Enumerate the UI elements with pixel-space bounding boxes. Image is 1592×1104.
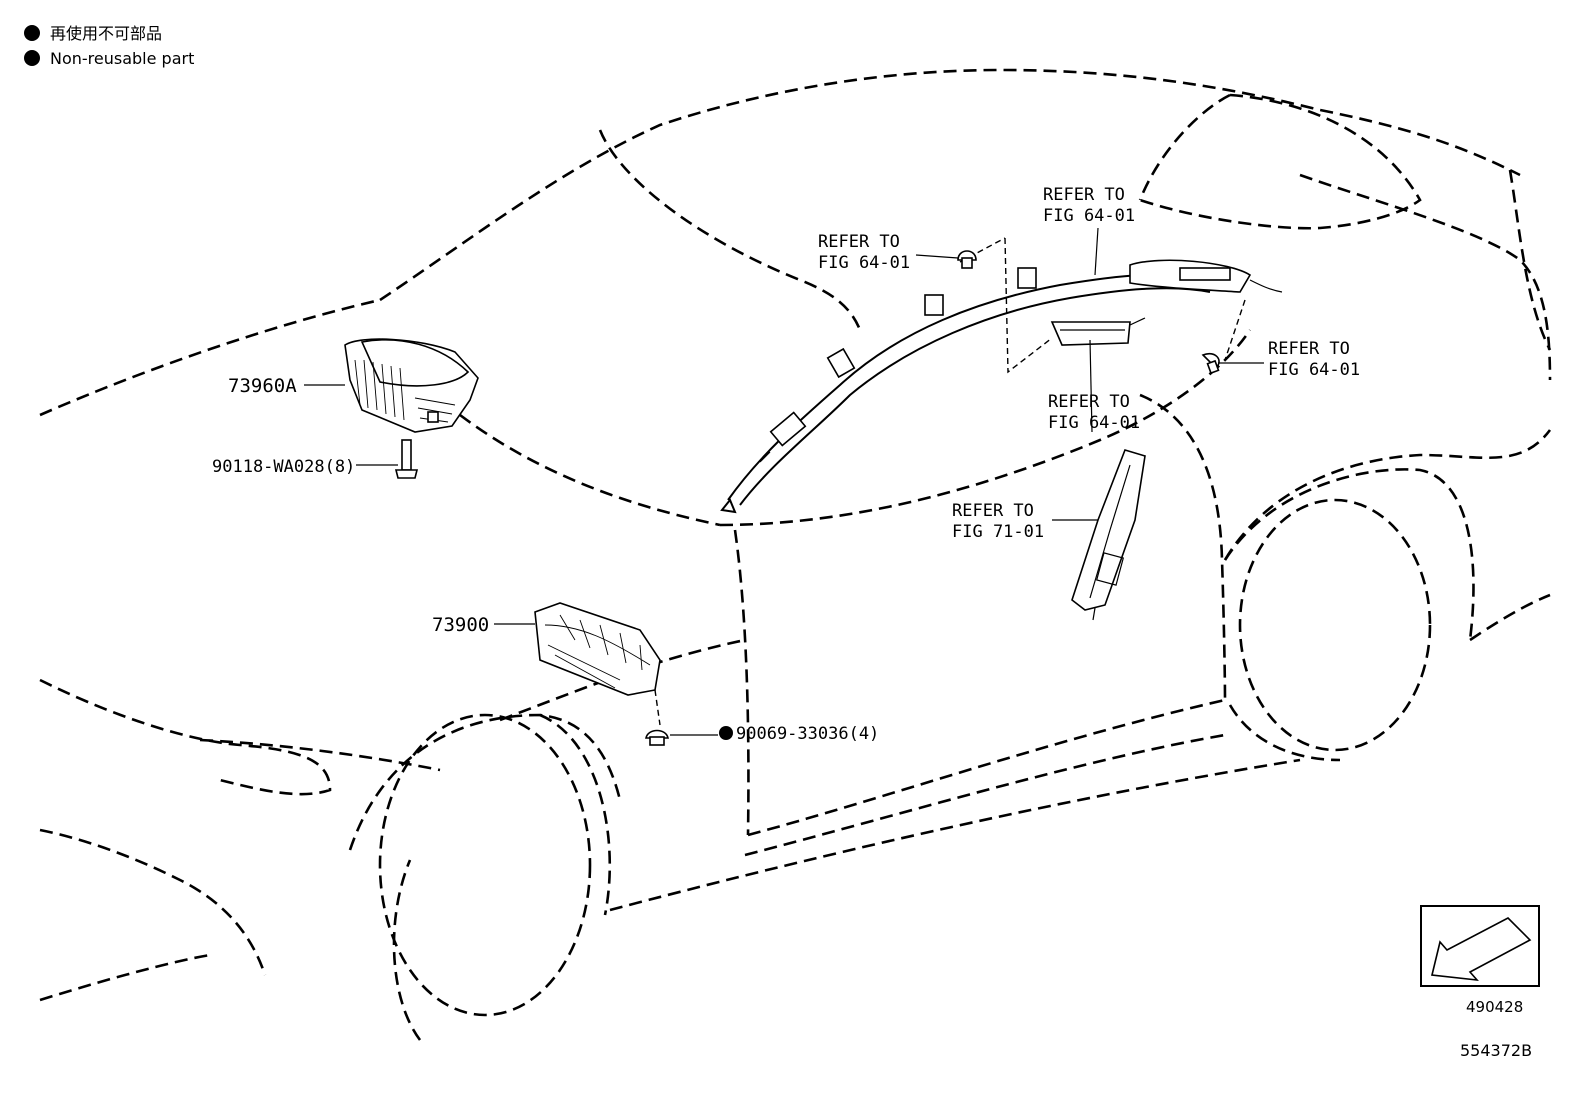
roof-bracket — [1050, 317, 1146, 346]
bolt-90118 — [394, 439, 419, 479]
clip-rear — [1201, 352, 1220, 375]
side-airbag — [1071, 449, 1146, 621]
part-number-label: 73900 — [432, 614, 489, 636]
non-reusable-marker-icon — [719, 726, 733, 740]
reference-labels: REFER TO FIG 64-01 REFER TO FIG 64-01 RE… — [818, 185, 1360, 542]
non-reusable-marker-icon — [24, 50, 40, 66]
vehicle-outline — [39, 68, 1552, 1041]
figure-reference: FIG 64-01 — [1048, 413, 1140, 433]
part-number-label: 90069-33036(4) — [736, 724, 879, 744]
knee-airbag-73900 — [534, 602, 661, 726]
illustration-number: 554372B — [1460, 1041, 1532, 1060]
refer-to-label: REFER TO — [1048, 392, 1130, 412]
legend: 再使用不可部品 Non-reusable part — [24, 24, 194, 68]
curtain-airbag-assembly — [720, 259, 1283, 514]
non-reusable-marker-icon — [24, 25, 40, 41]
legend-english-text: Non-reusable part — [50, 49, 194, 68]
refer-to-label: REFER TO — [952, 501, 1034, 521]
part-number-label: 90118-WA028(8) — [212, 457, 355, 477]
leader-lines — [304, 227, 1264, 736]
part-number-label: 73960A — [228, 375, 297, 397]
passenger-airbag-73960A — [344, 338, 479, 433]
legend-japanese-text: 再使用不可部品 — [50, 24, 162, 43]
refer-to-label: REFER TO — [818, 232, 900, 252]
view-code-label: 490428 — [1466, 998, 1523, 1016]
refer-to-label: REFER TO — [1268, 339, 1350, 359]
view-direction-box: 490428 — [1420, 905, 1540, 1016]
part-labels: 73960A 90118-WA028(8) 73900 90069-33036(… — [212, 375, 879, 744]
figure-reference: FIG 64-01 — [1043, 206, 1135, 226]
figure-reference: FIG 71-01 — [952, 522, 1044, 542]
clip-upper — [957, 250, 977, 269]
view-arrow-icon — [1431, 917, 1532, 982]
clip-90069 — [645, 729, 669, 746]
figure-reference: FIG 64-01 — [1268, 360, 1360, 380]
figure-reference: FIG 64-01 — [818, 253, 910, 273]
refer-to-label: REFER TO — [1043, 185, 1125, 205]
